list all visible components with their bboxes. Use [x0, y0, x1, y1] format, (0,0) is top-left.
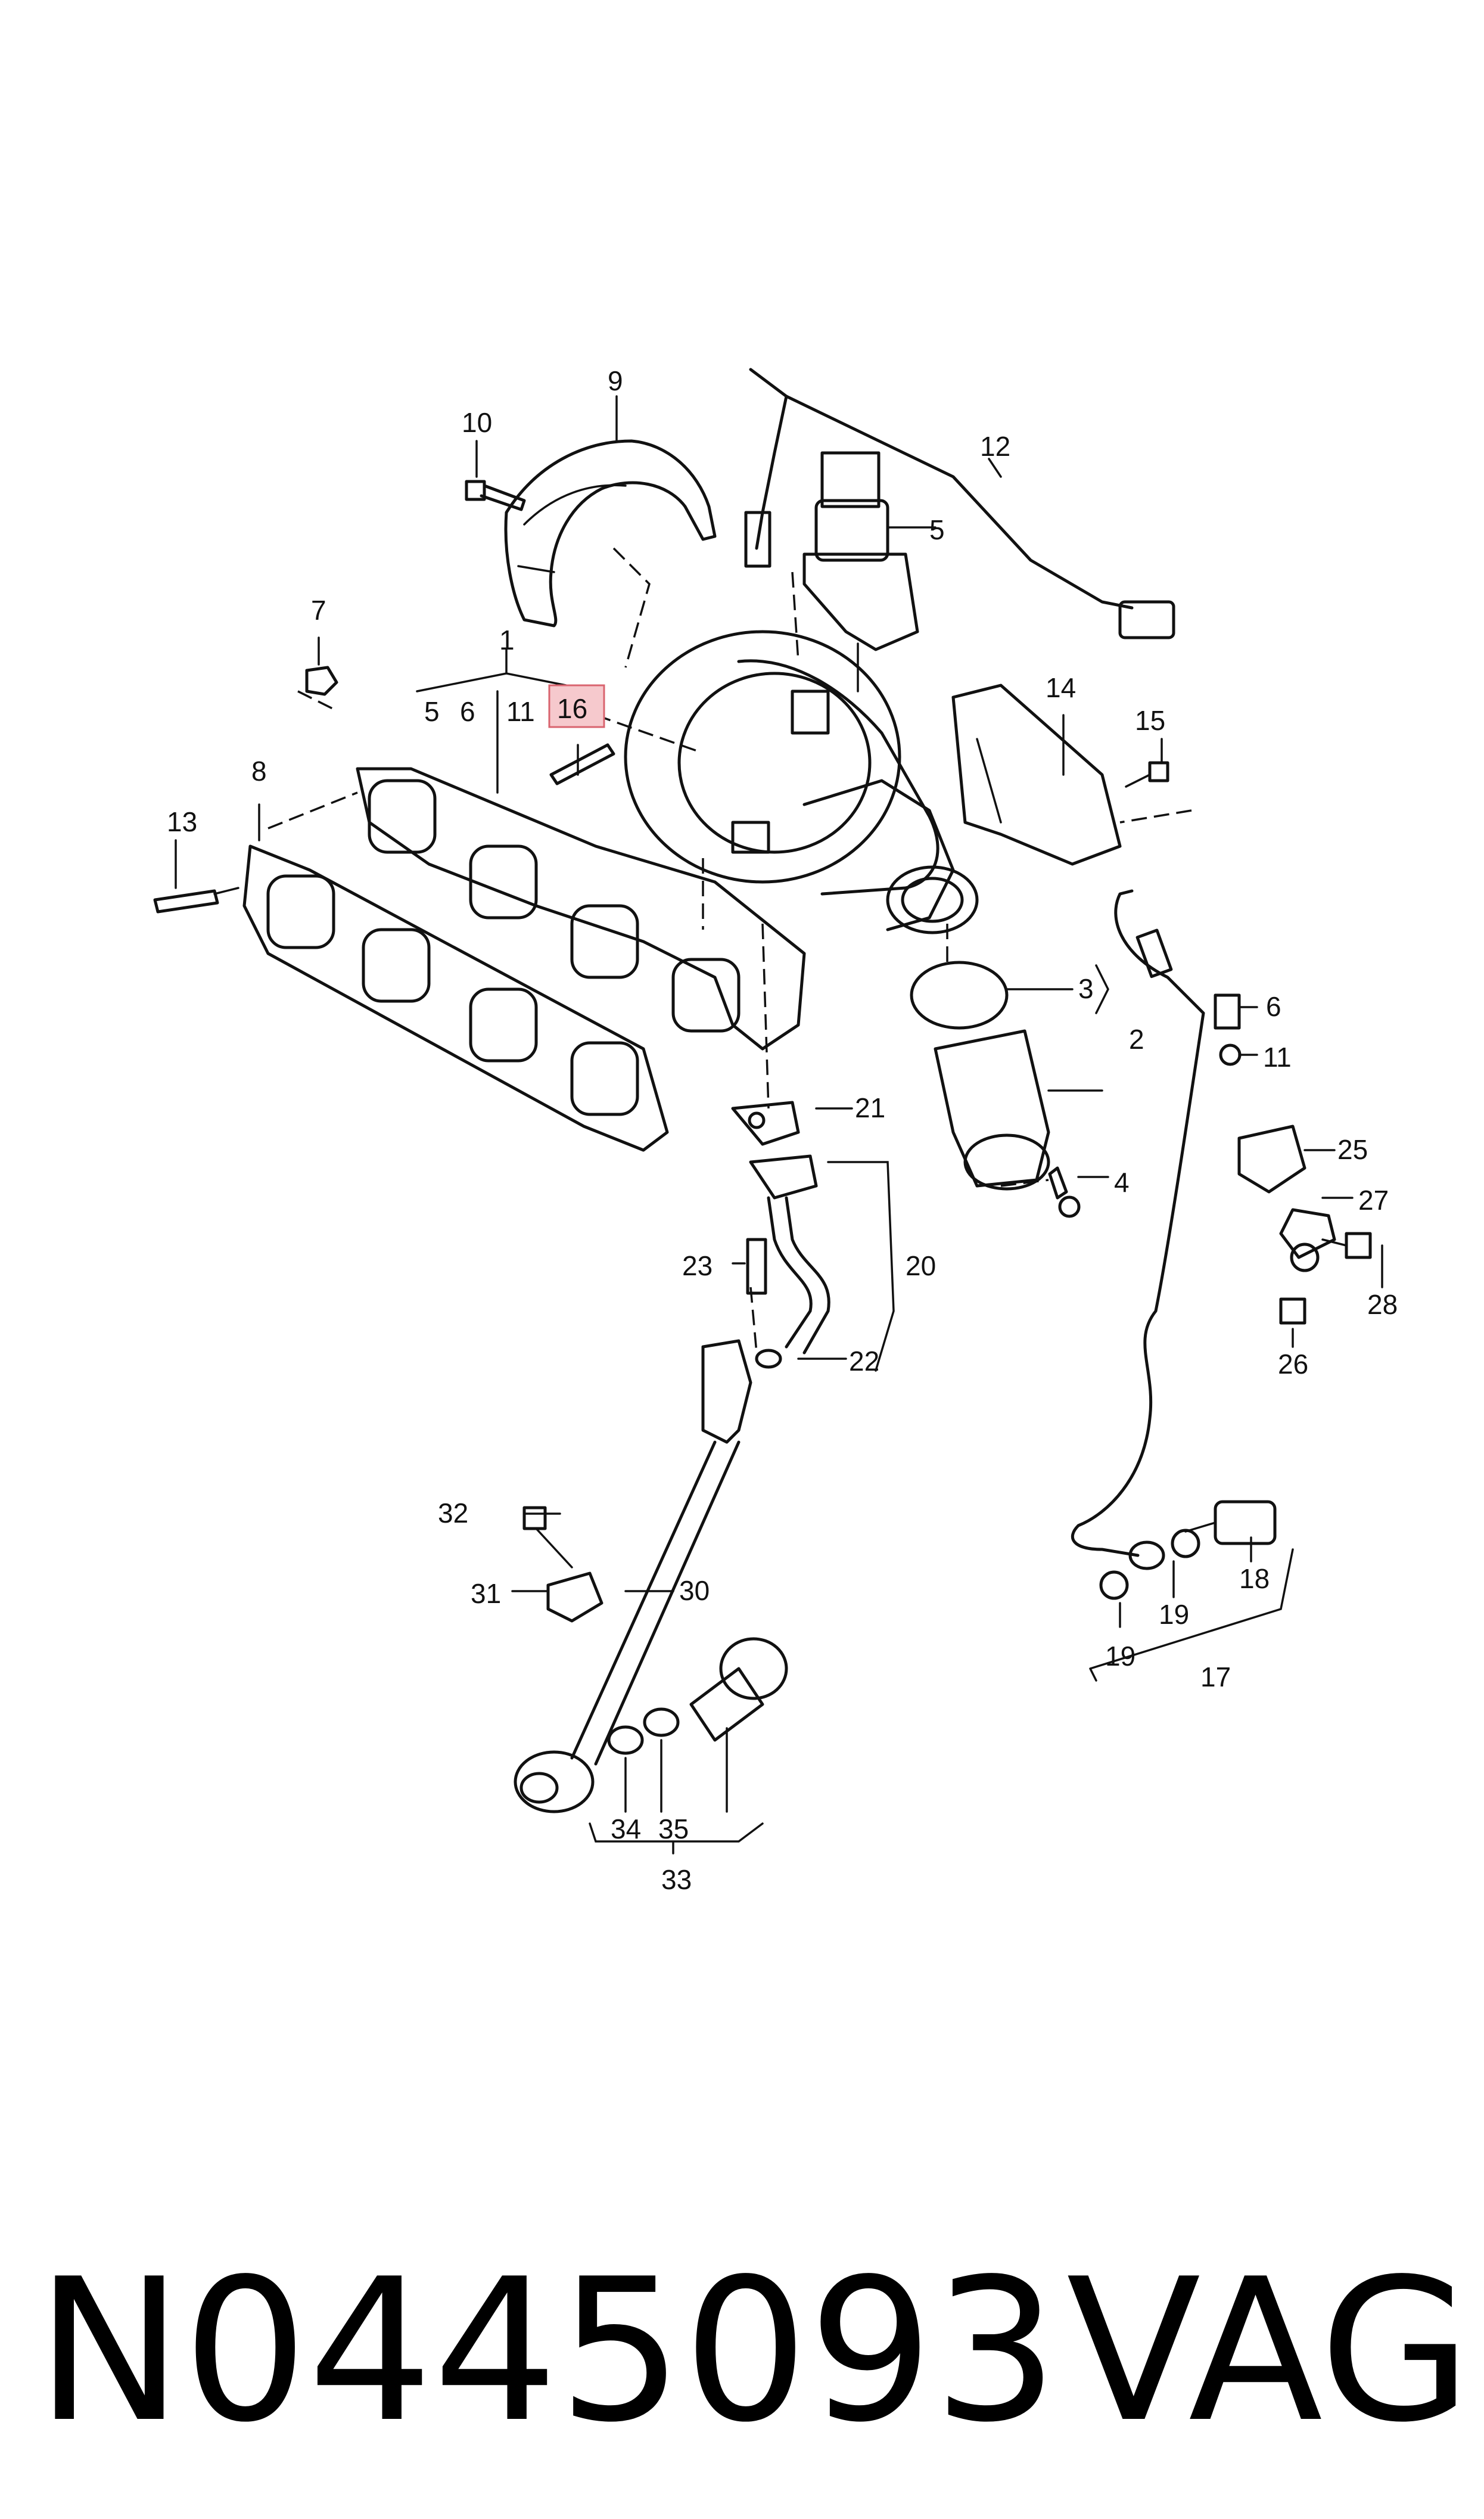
label-28: 28 — [1367, 1289, 1398, 1320]
label-14: 14 — [1046, 672, 1076, 703]
label-5-actuator: 5 — [929, 514, 945, 545]
highlight-box-16 — [548, 684, 605, 728]
pipe-30 — [514, 1339, 752, 1813]
seal-11 — [1219, 1043, 1242, 1066]
label-6-line: 6 — [1266, 991, 1281, 1022]
label-20: 20 — [906, 1250, 936, 1281]
label-33: 33 — [661, 1864, 692, 1895]
label-6-kit: 6 — [460, 696, 475, 727]
bolt-23 — [746, 1238, 767, 1295]
manifold-gasket — [242, 844, 669, 1152]
label-10: 10 — [462, 407, 492, 438]
label-7: 7 — [311, 595, 326, 626]
oil-return-line — [731, 1101, 830, 1355]
label-18: 18 — [1239, 1563, 1270, 1594]
label-11-kit: 11 — [506, 696, 535, 727]
label-23: 23 — [682, 1250, 713, 1281]
label-17: 17 — [1200, 1661, 1231, 1692]
nut-7 — [305, 666, 338, 696]
label-9: 9 — [608, 365, 623, 396]
outlet-pipe — [934, 1029, 1050, 1191]
label-1: 1 — [499, 625, 515, 656]
label-27: 27 — [1358, 1185, 1389, 1216]
stud-16 — [549, 743, 615, 785]
heat-shield — [504, 439, 717, 628]
label-21: 21 — [855, 1092, 885, 1123]
label-19-right: 19 — [1159, 1599, 1189, 1630]
callout-labels: 9 10 12 5 7 1 5 6 11 16 14 15 8 13 3 2 4… — [167, 365, 1398, 1895]
label-4: 4 — [1114, 1167, 1130, 1198]
bolt-4 — [1048, 1166, 1081, 1218]
dashed-guides — [267, 547, 1192, 1353]
label-22: 22 — [849, 1346, 879, 1377]
sensor-12 — [744, 368, 1175, 639]
bracket-14 — [951, 684, 1122, 866]
stud-13 — [153, 887, 239, 914]
label-8: 8 — [251, 756, 267, 787]
exhaust-manifold — [356, 767, 806, 1051]
callout-lines — [175, 395, 1383, 1855]
bolt-32 — [522, 1506, 573, 1568]
wastegate-actuator — [802, 451, 919, 692]
label-19-left: 19 — [1105, 1641, 1135, 1672]
label-26: 26 — [1278, 1349, 1308, 1380]
bolt-10 — [465, 480, 526, 511]
o-ring-3 — [910, 961, 1009, 1030]
label-15: 15 — [1135, 705, 1165, 736]
label-30: 30 — [679, 1575, 710, 1606]
label-34: 34 — [611, 1813, 641, 1844]
banjo-bolt — [607, 1637, 788, 1755]
label-32: 32 — [438, 1498, 468, 1529]
brand-name: VAG — [1066, 2237, 1472, 2465]
turbocharger — [624, 630, 979, 934]
label-16: 16 — [557, 693, 587, 724]
label-25: 25 — [1337, 1134, 1368, 1165]
clamp-assembly — [1237, 1125, 1372, 1325]
label-35: 35 — [658, 1813, 689, 1844]
label-13: 13 — [167, 806, 197, 837]
label-11-line: 11 — [1263, 1042, 1292, 1073]
label-12: 12 — [980, 431, 1010, 462]
bracket-31 — [546, 1571, 603, 1623]
fitting-6 — [1214, 993, 1241, 1030]
label-5-kit: 5 — [424, 696, 440, 727]
bolt-15 — [1125, 761, 1169, 788]
label-2: 2 — [1129, 1024, 1144, 1055]
oil-feed-line — [1071, 889, 1277, 1600]
seal-22 — [755, 1349, 782, 1369]
label-3: 3 — [1078, 973, 1094, 1004]
part-number: N0445093 — [36, 2237, 1059, 2465]
label-31: 31 — [471, 1578, 501, 1609]
